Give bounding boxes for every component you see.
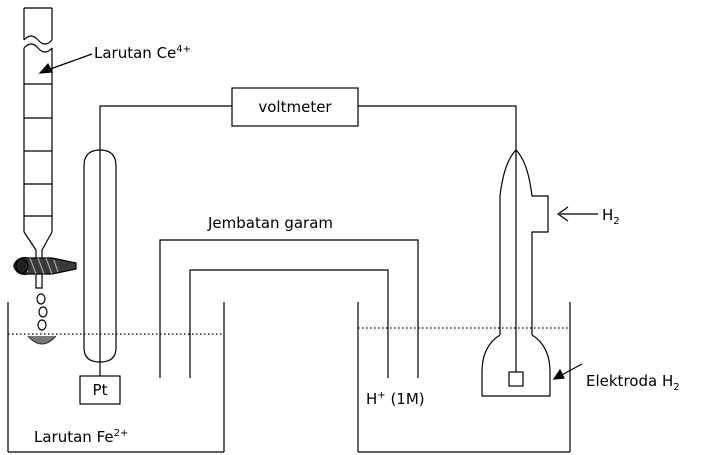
annotation-arrows — [38, 53, 583, 380]
burette-label: Larutan Ce4+ — [94, 44, 191, 62]
voltmeter-label: voltmeter — [258, 98, 332, 116]
hydrogen-electrode-label: Elektroda H2 — [586, 372, 680, 393]
salt-bridge — [159, 239, 419, 378]
mixing-zone — [27, 335, 57, 345]
acid-label: H+ (1M) — [366, 390, 425, 408]
voltmeter-box — [231, 87, 359, 127]
external-circuit — [99, 87, 517, 160]
burette — [23, 7, 53, 289]
salt-bridge-label: Jembatan garam — [207, 214, 333, 232]
hydrogen-gas-label: H2 — [602, 206, 620, 227]
hydrogen-electrode — [481, 149, 598, 397]
left-solution-label: Larutan Fe2+ — [34, 428, 128, 446]
falling-drops — [36, 293, 48, 331]
stopcock — [13, 257, 77, 275]
platinum-electrode — [79, 112, 121, 405]
right-beaker — [357, 302, 571, 453]
pt-electrode-label: Pt — [93, 381, 108, 399]
